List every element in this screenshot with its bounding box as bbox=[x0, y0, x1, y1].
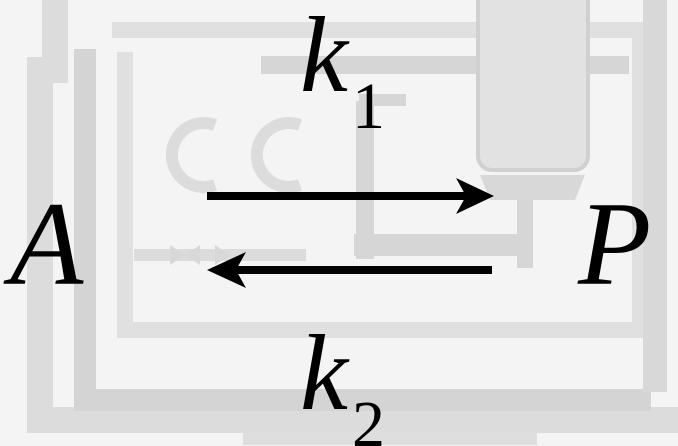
reverse-rate-subscript: 2 bbox=[352, 388, 385, 446]
product-label: P bbox=[578, 177, 652, 310]
forward-rate-subscript: 1 bbox=[352, 70, 385, 143]
reactant-label: A bbox=[10, 177, 84, 310]
forward-arrow bbox=[207, 178, 494, 214]
forward-rate-symbol: k bbox=[300, 0, 348, 115]
reverse-rate-symbol: k bbox=[300, 314, 348, 433]
reverse-arrow bbox=[207, 252, 492, 288]
